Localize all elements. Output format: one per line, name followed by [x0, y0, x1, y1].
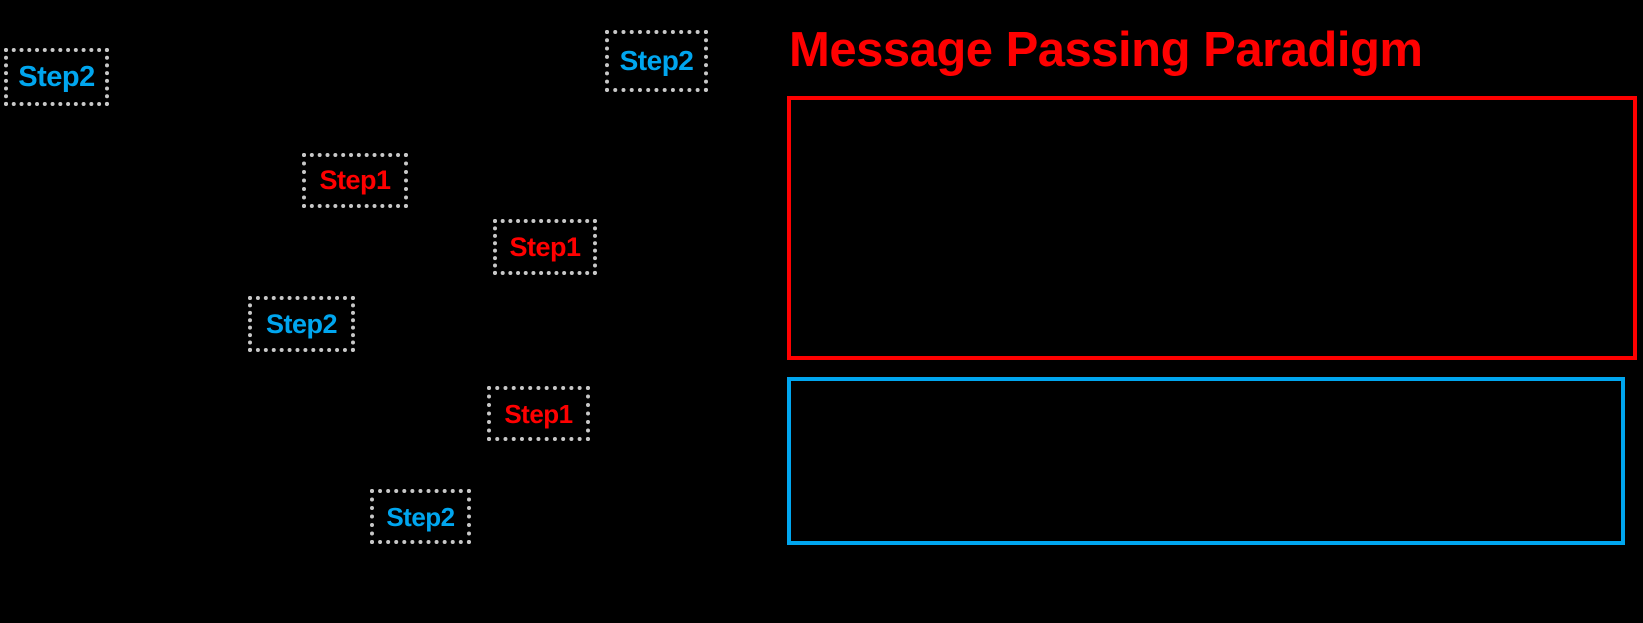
step-annotation-label: Step2 — [18, 60, 95, 93]
step-annotation-box-3[interactable]: Step1 — [302, 153, 408, 208]
step-annotation-label: Step1 — [504, 398, 573, 429]
step-annotation-label: Step2 — [265, 308, 338, 339]
step-annotation-box-6[interactable]: Step1 — [487, 386, 590, 441]
step-annotation-box-1[interactable]: Step2 — [4, 48, 109, 106]
step-annotation-label: Step1 — [509, 231, 581, 262]
cyan-highlight-region[interactable] — [787, 377, 1625, 545]
step-annotation-label: Step1 — [319, 165, 391, 195]
step-annotation-box-5[interactable]: Step2 — [248, 296, 355, 352]
step-annotation-box-2[interactable]: Step2 — [605, 30, 708, 92]
step-annotation-label: Step2 — [619, 45, 694, 76]
panel-title: Message Passing Paradigm — [789, 23, 1423, 77]
step-annotation-label: Step2 — [386, 501, 455, 532]
step-annotation-box-7[interactable]: Step2 — [370, 489, 471, 544]
red-highlight-region[interactable] — [787, 96, 1637, 360]
step-annotation-box-4[interactable]: Step1 — [493, 219, 597, 275]
